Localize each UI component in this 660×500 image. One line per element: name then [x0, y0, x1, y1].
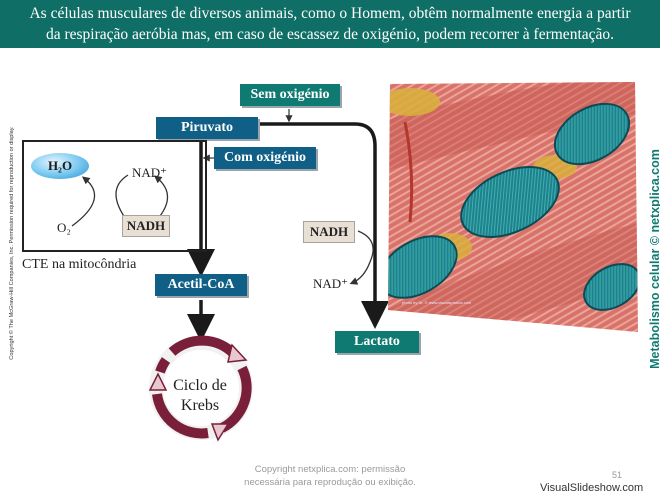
footer-copyright-line-1: Copyright netxplica.com: permissão	[254, 464, 406, 475]
cte-label: CTE na mitocôndria	[22, 257, 137, 272]
krebs-line-2: Krebs	[180, 397, 220, 414]
nad-right-label: NAD⁺	[313, 276, 349, 291]
muscle-micrograph: photo by Dr. © www.visualsphotos.com	[388, 82, 638, 332]
o2-label: O₂	[57, 220, 71, 235]
curve-o2-h2o	[71, 176, 96, 227]
arrow-piruvato-lactato	[258, 122, 389, 329]
krebs-cycle-ring	[148, 335, 253, 442]
acetil-coa-box: Acetil-CoA	[155, 274, 247, 296]
cte-frame	[22, 140, 207, 252]
sem-oxigenio-box: Sem oxigénio	[240, 84, 340, 106]
nadh-right-box: NADH	[303, 221, 355, 243]
krebs-line-1: Ciclo de	[173, 377, 227, 394]
footer-copyright: Copyright netxplica.com: permissão neces…	[210, 463, 450, 489]
banner-line-2: da respiração aeróbia mas, em caso de es…	[45, 26, 615, 43]
micrograph-caption: photo by Dr. © www.visualsphotos.com	[402, 300, 472, 305]
nad-left-label: NAD⁺	[132, 165, 168, 180]
site-watermark[interactable]: VisualSlideshow.com	[540, 482, 644, 494]
banner-line-1: As células musculares de diversos animai…	[29, 5, 631, 22]
piruvato-box: Piruvato	[156, 117, 258, 139]
lactato-box: Lactato	[335, 331, 419, 353]
page-number: 51	[612, 470, 623, 480]
title-banner: As células musculares de diversos animai…	[0, 0, 660, 48]
h2o-label: H₂O	[31, 153, 89, 179]
krebs-label: Ciclo de Krebs	[150, 376, 250, 416]
side-brand: Metabolismo celular © netxplica.com	[648, 149, 660, 369]
com-oxigenio-box: Com oxigénio	[214, 147, 316, 169]
nadh-left-box: NADH	[122, 215, 170, 237]
footer-copyright-line-2: necessária para reprodução ou exibição.	[244, 477, 416, 488]
curve-nadh-nad-right	[349, 230, 374, 285]
